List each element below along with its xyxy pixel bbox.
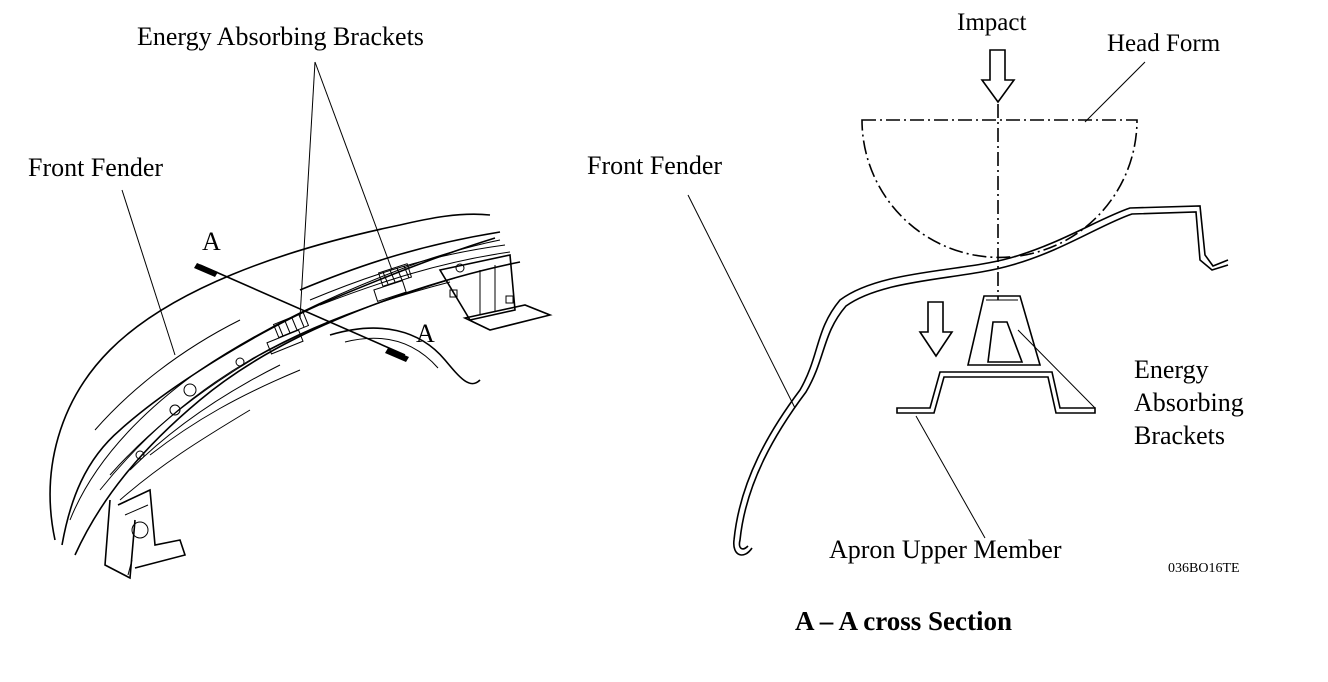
- leader-right-fender: [687, 194, 796, 409]
- label-energy-right-line3: Brackets: [1134, 421, 1225, 450]
- label-front-fender-right: Front Fender: [587, 151, 722, 180]
- head-form-outline: [861, 119, 1138, 259]
- section-line-a-a: [194, 263, 409, 362]
- fender-section-outer: [733, 205, 1229, 556]
- energy-absorbing-bracket: [966, 295, 1042, 366]
- fender-section-inner: [738, 211, 1229, 550]
- section-mark-a-start: A: [202, 227, 221, 256]
- leader-right-brackets: [1017, 329, 1096, 409]
- label-energy-right-line2: Absorbing: [1134, 388, 1244, 417]
- leader-left-brackets-1: [299, 61, 316, 319]
- label-impact: Impact: [957, 9, 1026, 36]
- leader-apron: [915, 415, 986, 539]
- cross-section-drawing: [687, 49, 1229, 556]
- label-apron-upper-member: Apron Upper Member: [829, 535, 1062, 564]
- figure-code: 036BO16TE: [1168, 561, 1240, 576]
- apron-upper-member: [896, 371, 1096, 414]
- label-energy-right-line1: Energy: [1134, 355, 1209, 384]
- label-head-form: Head Form: [1107, 30, 1221, 57]
- leader-head-form: [1084, 61, 1146, 123]
- label-front-fender-left: Front Fender: [28, 153, 163, 182]
- leader-left-brackets-2: [314, 61, 393, 271]
- bracket-detail-rear: [373, 263, 413, 302]
- impact-arrow-down: [918, 301, 954, 358]
- bracket-detail-front: [266, 311, 310, 355]
- section-mark-a-end: A: [416, 319, 435, 348]
- impact-arrow-top: [980, 49, 1016, 104]
- leader-left-fender: [121, 189, 176, 356]
- label-energy-absorbing-brackets-left: Energy Absorbing Brackets: [137, 22, 424, 51]
- cross-section-caption: A – A cross Section: [795, 606, 1012, 636]
- fender-assembly-drawing: [49, 61, 553, 580]
- lower-support-bracket: [104, 488, 187, 580]
